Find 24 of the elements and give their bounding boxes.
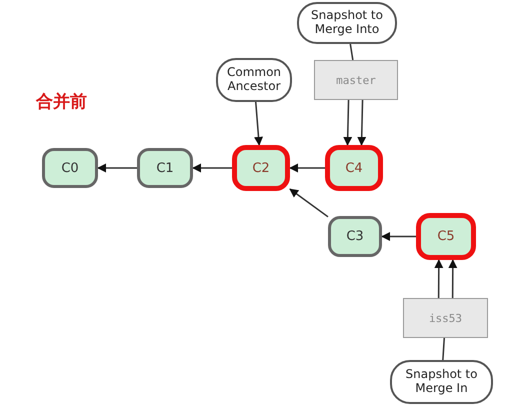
arrow xyxy=(357,100,366,146)
branch-pointer-box: iss53 xyxy=(403,298,488,338)
arrow xyxy=(343,100,352,146)
arrow xyxy=(289,164,325,172)
highlighted-commit-box: C2 xyxy=(232,145,290,191)
highlighted-commit-box: C4 xyxy=(325,145,383,191)
arrow xyxy=(381,232,416,241)
heading-text: 合并前 xyxy=(36,91,87,113)
callout-bubble: Snapshot to Merge Into xyxy=(297,2,397,44)
callout-bubble: Snapshot to Merge In xyxy=(390,360,493,404)
arrow xyxy=(289,188,328,218)
connector-line xyxy=(350,44,354,60)
arrow xyxy=(434,259,444,298)
arrow xyxy=(192,164,232,172)
arrow xyxy=(448,259,458,298)
arrow xyxy=(254,102,264,146)
callout-bubble: Common Ancestor xyxy=(216,58,292,102)
highlighted-commit-box: C5 xyxy=(416,213,476,260)
connector-line xyxy=(442,338,445,360)
arrow xyxy=(97,164,137,172)
commit-box: C0 xyxy=(42,148,98,188)
branch-pointer-box: master xyxy=(314,60,398,100)
commit-box: C3 xyxy=(328,216,382,257)
commit-box: C1 xyxy=(137,148,193,188)
